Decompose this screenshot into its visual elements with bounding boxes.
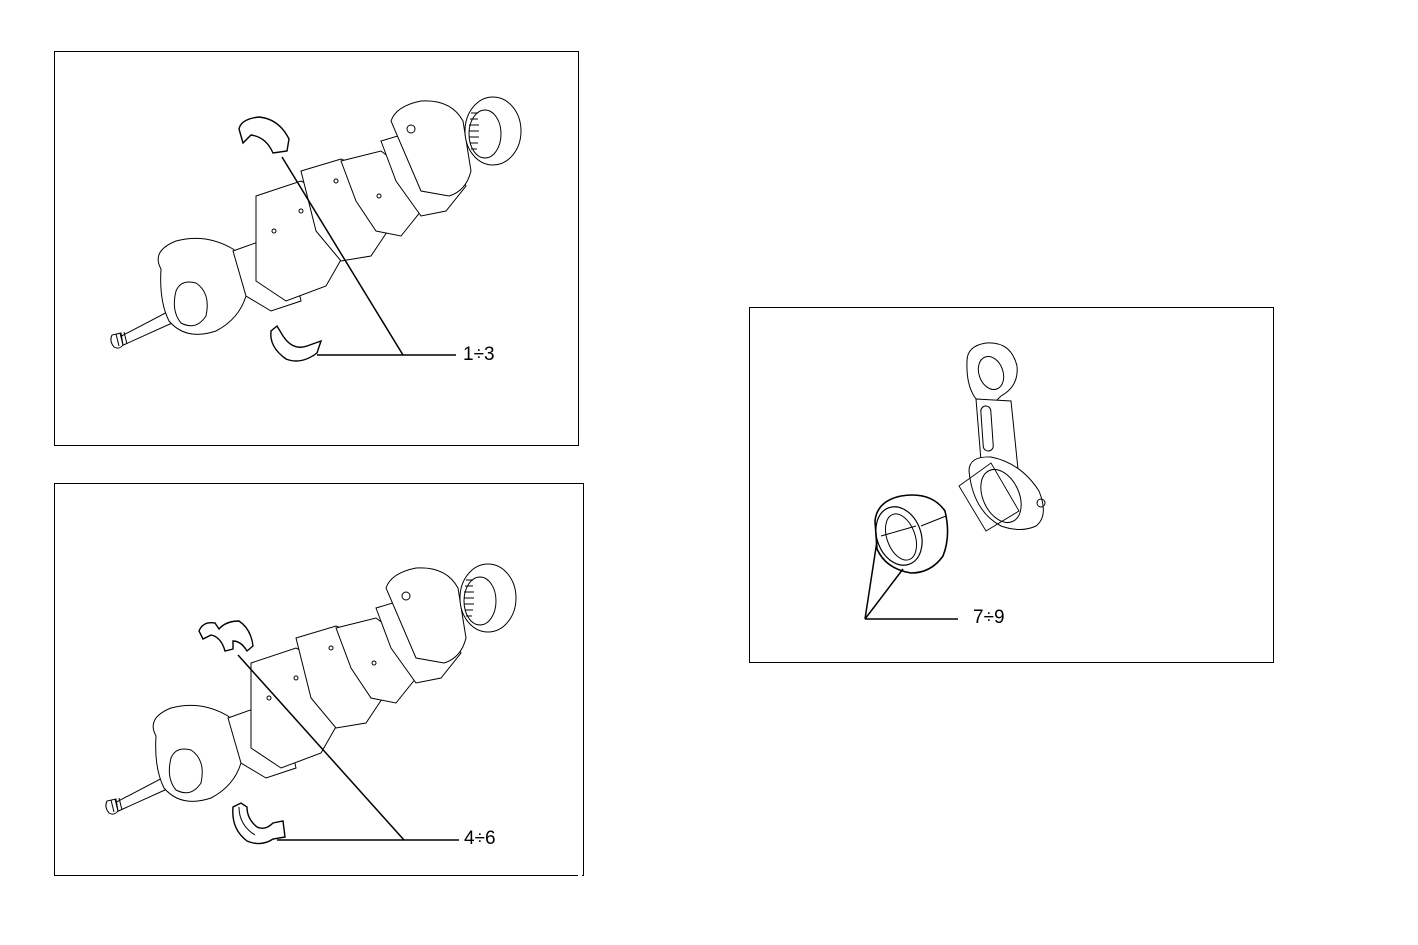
crankshaft-illustration bbox=[105, 563, 517, 845]
diagram-panel-crankshaft-main-bearings bbox=[54, 51, 579, 446]
connecting-rod-illustration bbox=[864, 342, 1046, 620]
crankshaft-illustration bbox=[110, 96, 522, 362]
diagram-panel-crankshaft-thrust-bearings bbox=[54, 483, 584, 876]
callout-label-4-6: 4÷6 bbox=[464, 828, 496, 849]
border-gap bbox=[578, 870, 582, 878]
diagram-panel-connecting-rod bbox=[749, 307, 1274, 663]
callout-label-1-3: 1÷3 bbox=[463, 344, 495, 365]
callout-label-7-9: 7÷9 bbox=[973, 607, 1005, 628]
